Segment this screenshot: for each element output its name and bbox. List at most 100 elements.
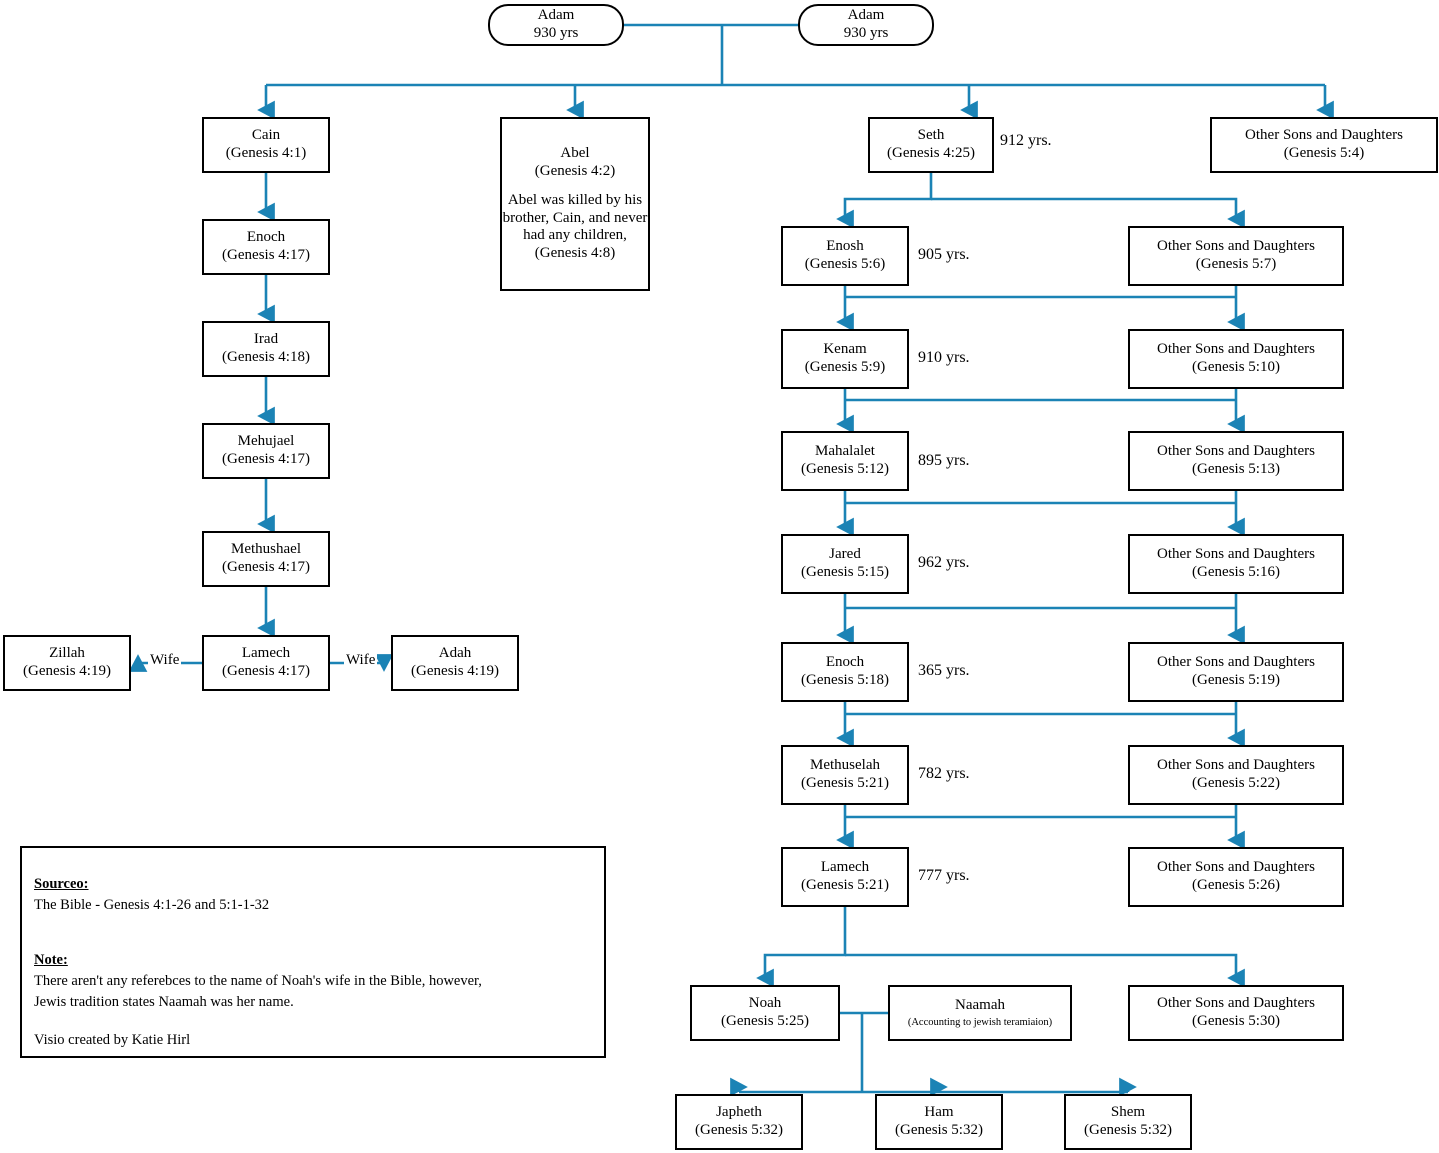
node-methushael[interactable]: Methushael (Genesis 4:17) (202, 531, 330, 587)
node-name: Other Sons and Daughters (1157, 757, 1315, 774)
node-name: Other Sons and Daughters (1157, 238, 1315, 255)
node-name: Other Sons and Daughters (1157, 341, 1315, 358)
node-name: Enoch (246, 229, 286, 246)
node-other-sons-5-19[interactable]: Other Sons and Daughters (Genesis 5:19) (1128, 642, 1344, 702)
node-enosh[interactable]: Enosh (Genesis 5:6) (781, 226, 909, 286)
node-adah[interactable]: Adah (Genesis 4:19) (391, 635, 519, 691)
edge-seth-enosh (836, 173, 933, 229)
node-zillah[interactable]: Zillah (Genesis 4:19) (3, 635, 131, 691)
node-ref: (Genesis 4:17) (222, 663, 310, 679)
node-ref: (Genesis 5:9) (804, 359, 886, 375)
node-ref: (Genesis 5:25) (721, 1013, 809, 1029)
node-ref: (Genesis 5:15) (801, 564, 889, 580)
node-name: Enosh (826, 238, 864, 255)
node-abel[interactable]: Abel (Genesis 4:2) Abel was killed by hi… (500, 117, 650, 291)
lifespan-label-kenam: 910 yrs. (918, 349, 970, 366)
node-enoch-sethite[interactable]: Enoch (Genesis 5:18) (781, 642, 909, 702)
node-ref: (Genesis 5:4) (1283, 145, 1365, 161)
node-name: Enoch (825, 654, 865, 671)
node-other-sons-5-10[interactable]: Other Sons and Daughters (Genesis 5:10) (1128, 329, 1344, 389)
node-ref: 930 yrs (533, 25, 579, 41)
node-name: Irad (253, 331, 279, 348)
node-kenam[interactable]: Kenam (Genesis 5:9) (781, 329, 909, 389)
note-line-2: Jewis tradition states Naamah was her na… (34, 994, 294, 1011)
node-shem[interactable]: Shem (Genesis 5:32) (1064, 1094, 1192, 1150)
node-ref: (Genesis 5:32) (895, 1122, 983, 1138)
node-adam-spouse[interactable]: Adam 930 yrs (798, 4, 934, 46)
node-other-sons-5-13[interactable]: Other Sons and Daughters (Genesis 5:13) (1128, 431, 1344, 491)
node-ref: (Genesis 5:19) (1192, 672, 1280, 688)
node-other-sons-5-22[interactable]: Other Sons and Daughters (Genesis 5:22) (1128, 745, 1344, 805)
node-ref: (Genesis 5:22) (1192, 775, 1280, 791)
node-name: Ham (924, 1104, 954, 1121)
node-lamech-cainite[interactable]: Lamech (Genesis 4:17) (202, 635, 330, 691)
sources-text: The Bible - Genesis 4:1-26 and 5:1-1-32 (34, 897, 270, 914)
node-ref: (Genesis 5:13) (1192, 461, 1280, 477)
node-lamech-sethite[interactable]: Lamech (Genesis 5:21) (781, 847, 909, 907)
lifespan-label-enosh: 905 yrs. (918, 246, 970, 263)
node-ref: (Genesis 5:32) (1084, 1122, 1172, 1138)
node-name: Adam (847, 7, 885, 24)
node-name: Jared (829, 546, 861, 563)
node-name: Mehujael (237, 433, 295, 450)
lifespan-label-seth: 912 yrs. (1000, 132, 1052, 149)
node-name: Other Sons and Daughters (1157, 859, 1315, 876)
node-ref: (Genesis 4:17) (222, 559, 310, 575)
edge-label-wife-adah: Wife (344, 652, 378, 669)
node-ref: (Genesis 4:17) (222, 451, 310, 467)
node-cain[interactable]: Cain (Genesis 4:1) (202, 117, 330, 173)
spacer (34, 916, 596, 933)
node-name: Japheth (716, 1104, 762, 1121)
note-heading: Note: (34, 952, 68, 969)
node-ref: (Genesis 4:19) (23, 663, 111, 679)
node-ref: (Genesis 5:12) (801, 461, 889, 477)
spacer (34, 1013, 596, 1030)
node-name: Other Sons and Daughters (1157, 546, 1315, 563)
node-noah[interactable]: Noah (Genesis 5:25) (690, 985, 840, 1041)
node-other-sons-5-30[interactable]: Other Sons and Daughters (Genesis 5:30) (1128, 985, 1344, 1041)
node-mahalalet[interactable]: Mahalalet (Genesis 5:12) (781, 431, 909, 491)
node-ref: (Genesis 5:21) (801, 775, 889, 791)
node-jared[interactable]: Jared (Genesis 5:15) (781, 534, 909, 594)
node-name: Lamech (241, 645, 291, 662)
node-other-sons-5-4[interactable]: Other Sons and Daughters (Genesis 5:4) (1210, 117, 1438, 173)
node-japheth[interactable]: Japheth (Genesis 5:32) (675, 1094, 803, 1150)
node-seth[interactable]: Seth (Genesis 4:25) (868, 117, 994, 173)
node-ref: (Genesis 4:19) (411, 663, 499, 679)
lifespan-label-lamech: 777 yrs. (918, 867, 970, 884)
node-ref: (Genesis 4:18) (222, 349, 310, 365)
node-irad[interactable]: Irad (Genesis 4:18) (202, 321, 330, 377)
node-naamah[interactable]: Naamah (Accounting to jewish teramiaion) (888, 985, 1072, 1041)
node-ref: (Genesis 5:16) (1192, 564, 1280, 580)
node-name: Methuselah (810, 757, 880, 774)
node-name: Zillah (49, 645, 85, 662)
node-ham[interactable]: Ham (Genesis 5:32) (875, 1094, 1003, 1150)
node-name: Methushael (231, 541, 301, 558)
node-mehujael[interactable]: Mehujael (Genesis 4:17) (202, 423, 330, 479)
node-enoch-cainite[interactable]: Enoch (Genesis 4:17) (202, 219, 330, 275)
node-other-sons-5-7[interactable]: Other Sons and Daughters (Genesis 5:7) (1128, 226, 1344, 286)
node-name: Seth (917, 127, 945, 144)
node-ref: (Genesis 5:10) (1192, 359, 1280, 375)
node-other-sons-5-16[interactable]: Other Sons and Daughters (Genesis 5:16) (1128, 534, 1344, 594)
node-ref: (Genesis 4:17) (222, 247, 310, 263)
node-description-ref: (Genesis 4:8) (534, 244, 616, 261)
edge-seth-osd57 (931, 197, 1245, 229)
node-name: Adah (438, 645, 472, 662)
node-name: Kenam (823, 341, 867, 358)
node-name: Noah (748, 995, 782, 1012)
node-adam[interactable]: Adam 930 yrs (488, 4, 624, 46)
node-ref: (Genesis 5:7) (1195, 256, 1277, 272)
node-ref: (Genesis 5:18) (801, 672, 889, 688)
node-ref: (Genesis 5:21) (801, 877, 889, 893)
lifespan-label-enoch: 365 yrs. (918, 662, 970, 679)
node-ref: 930 yrs (843, 25, 889, 41)
node-name: Naamah (955, 996, 1005, 1013)
node-methuselah[interactable]: Methuselah (Genesis 5:21) (781, 745, 909, 805)
node-name: Abel (560, 145, 590, 162)
spacer (34, 933, 596, 950)
node-name: Mahalalet (815, 443, 875, 460)
node-ref: (Genesis 5:6) (804, 256, 886, 272)
node-other-sons-5-26[interactable]: Other Sons and Daughters (Genesis 5:26) (1128, 847, 1344, 907)
